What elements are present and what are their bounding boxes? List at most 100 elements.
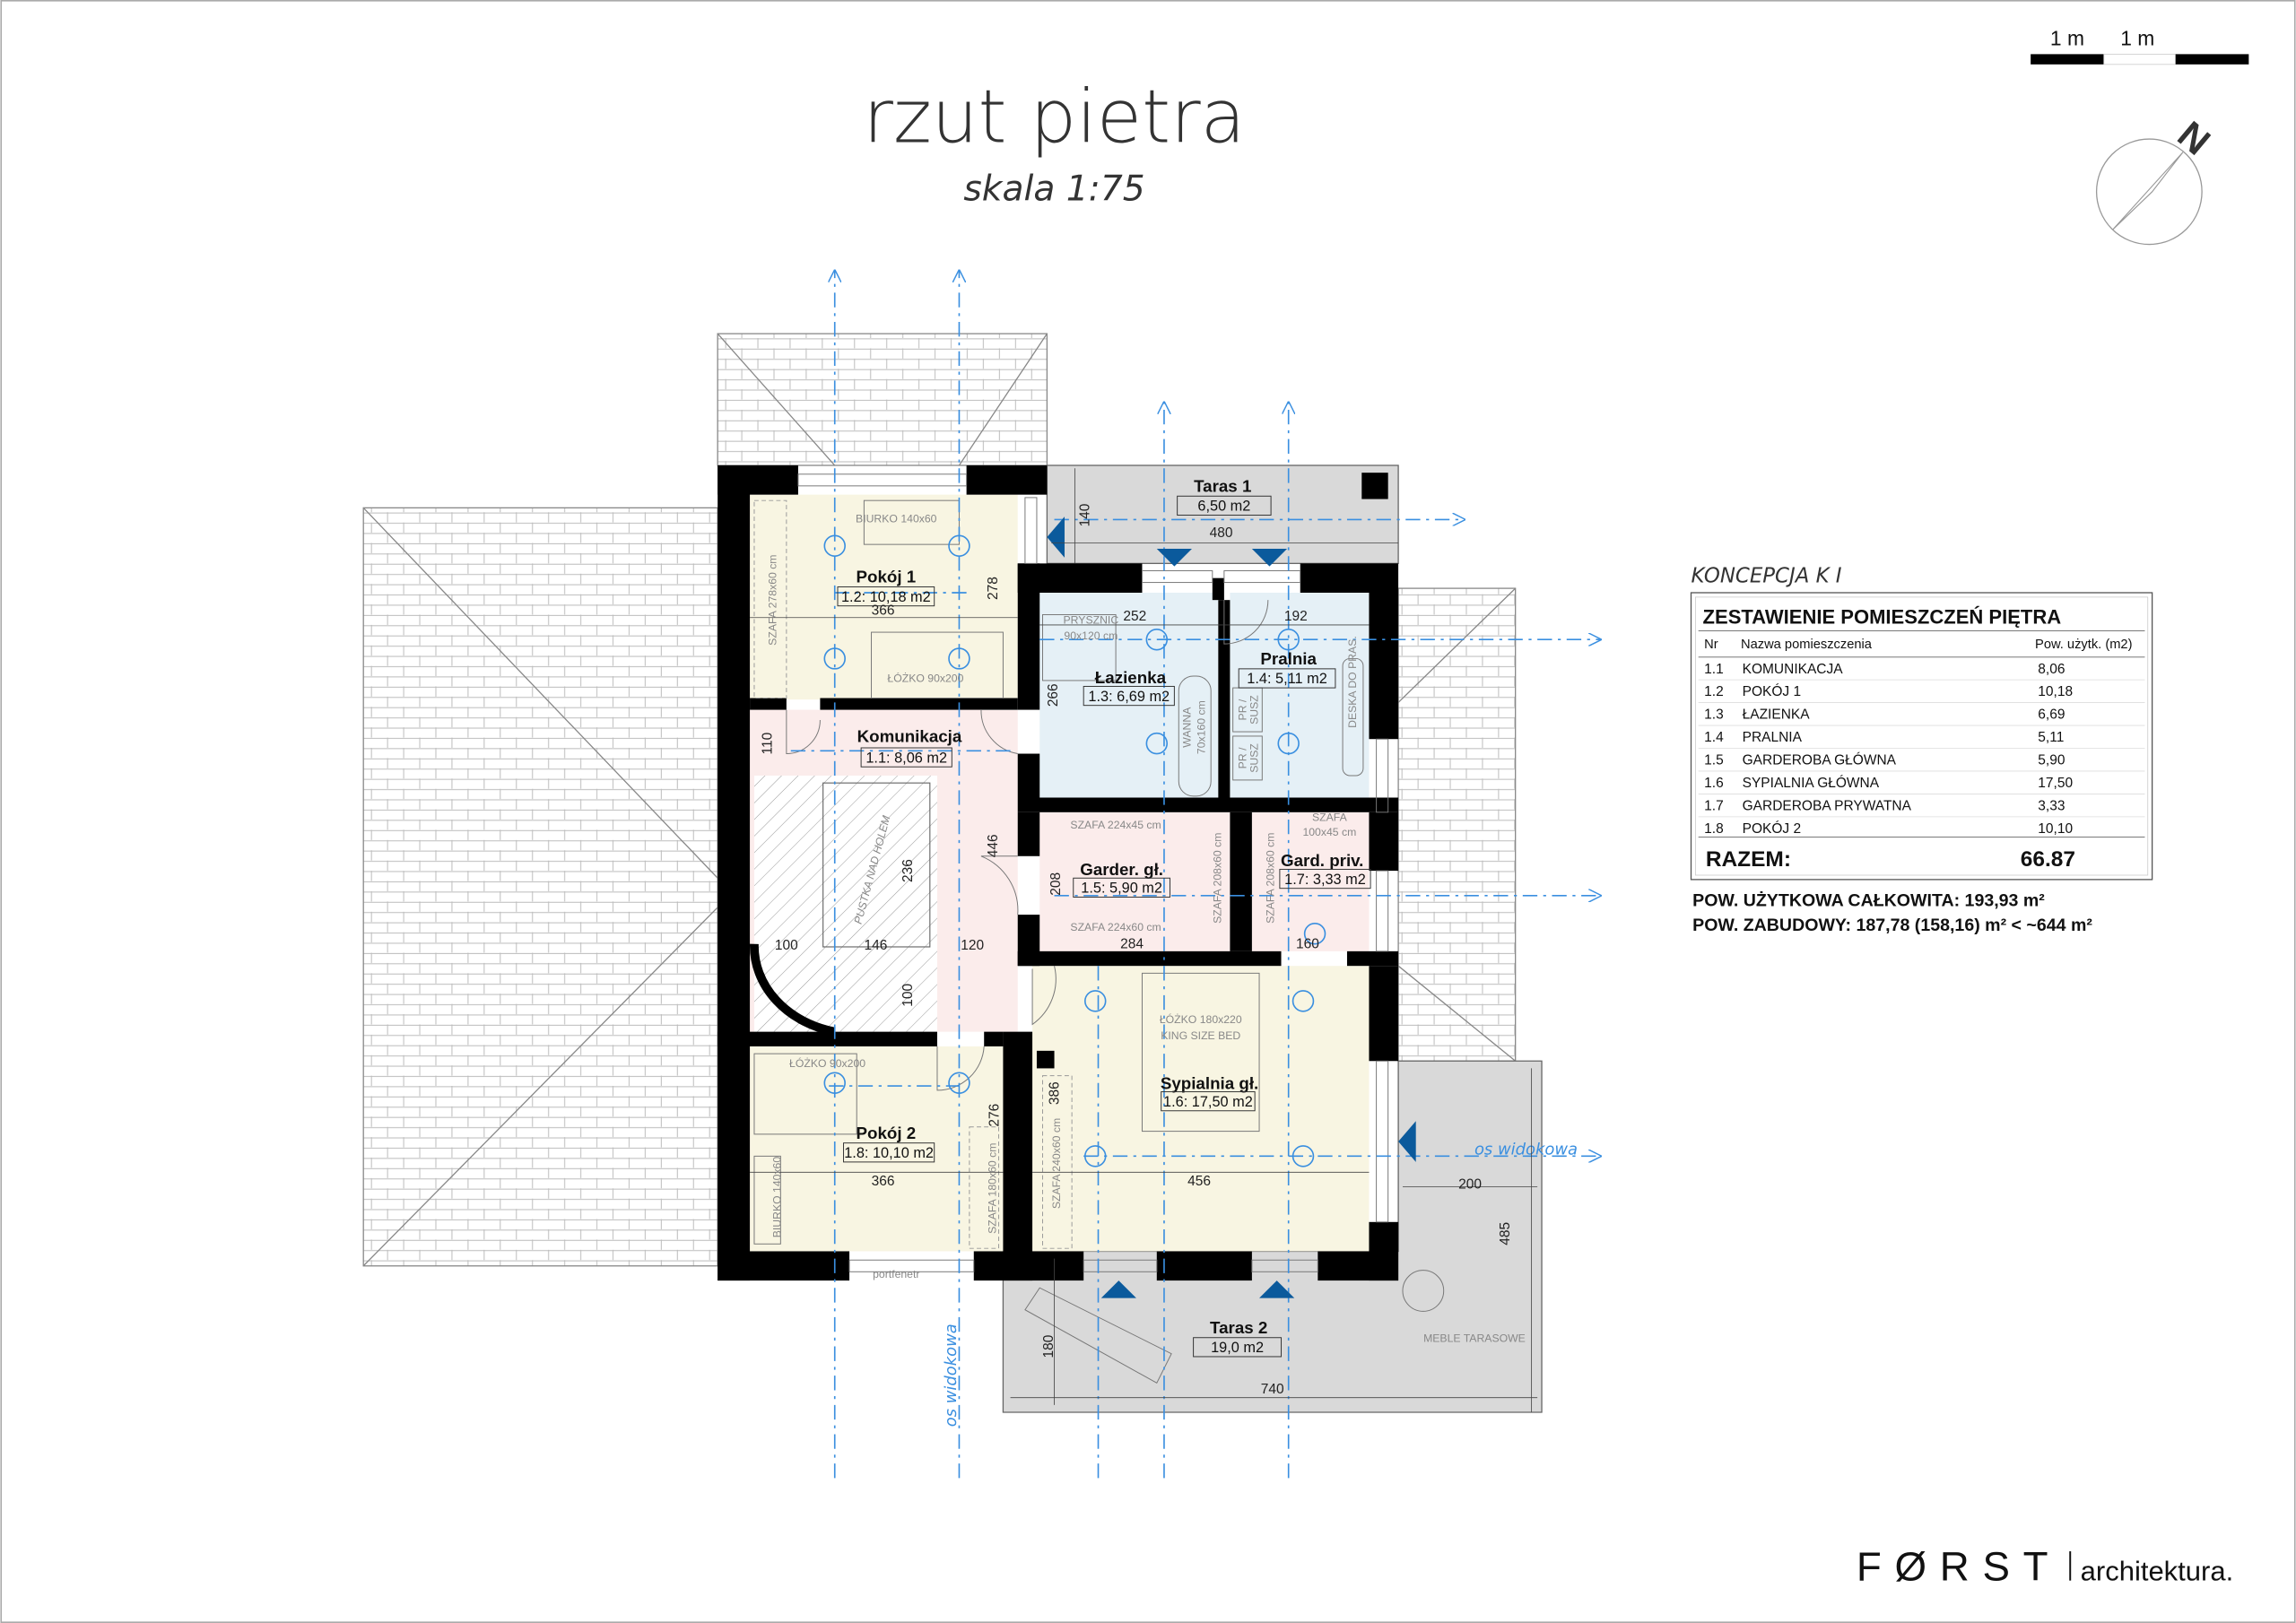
svg-text:266: 266 xyxy=(1046,683,1061,707)
svg-text:Sypialnia gł.: Sypialnia gł. xyxy=(1161,1073,1258,1092)
windows xyxy=(797,473,1389,1272)
walls xyxy=(718,465,1399,1281)
void-over-hall xyxy=(822,782,931,948)
table-cell-area: 8,06 xyxy=(2038,662,2065,677)
svg-text:Pokój 1: Pokój 1 xyxy=(857,568,917,586)
view-axes xyxy=(790,271,1601,1479)
svg-text:SZAFA: SZAFA xyxy=(1312,812,1348,824)
table-row: 1.4 PRALNIA 5,11 xyxy=(1698,730,2145,749)
svg-text:Nr: Nr xyxy=(1704,638,1718,652)
svg-text:Pow. użytk. (m2): Pow. użytk. (m2) xyxy=(2035,638,2132,652)
svg-text:284: 284 xyxy=(1120,937,1144,952)
svg-text:480: 480 xyxy=(1210,525,1233,541)
svg-text:1.5: 5,90 m2: 1.5: 5,90 m2 xyxy=(1081,881,1162,897)
table-cell-nr: 1.6 xyxy=(1704,776,1724,791)
table-cell-nr: 1.7 xyxy=(1704,799,1724,814)
table-cell-name: PRALNIA xyxy=(1743,730,1803,745)
door-swings xyxy=(786,600,1269,1091)
table-cell-nr: 1.1 xyxy=(1704,662,1724,677)
table-row: 1.1 KOMUNIKACJA 8,06 xyxy=(1698,662,2145,681)
svg-text:100: 100 xyxy=(775,938,798,953)
svg-text:1.7: 3,33 m2: 1.7: 3,33 m2 xyxy=(1284,872,1366,888)
svg-text:Pokój 2: Pokój 2 xyxy=(857,1124,917,1142)
view-markers xyxy=(1047,516,1416,1298)
dimensions: 140 480 278 366 252 192 266 110 446 236 … xyxy=(750,468,1538,1412)
svg-text:740: 740 xyxy=(1261,1382,1284,1397)
table-cell-nr: 1.8 xyxy=(1704,821,1724,837)
svg-text:208: 208 xyxy=(1048,872,1064,896)
view-axis-label: os widokowa xyxy=(1474,1141,1578,1159)
table-row: 1.8 POKÓJ 2 10,10 xyxy=(1704,821,2073,837)
svg-text:1.4: 5,11 m2: 1.4: 5,11 m2 xyxy=(1247,671,1326,687)
stair-curve xyxy=(750,943,836,1037)
svg-text:1.1: 8,06 m2: 1.1: 8,06 m2 xyxy=(865,750,947,766)
table-cell-name: KOMUNIKACJA xyxy=(1743,662,1844,677)
svg-text:1 m: 1 m xyxy=(2050,27,2084,50)
svg-text:BIURKO 140x60: BIURKO 140x60 xyxy=(856,513,937,525)
svg-text:1 m: 1 m xyxy=(2120,27,2154,50)
svg-text:SZAFA 224x60 cm: SZAFA 224x60 cm xyxy=(1070,921,1161,933)
svg-text:SZAFA 278x60 cm: SZAFA 278x60 cm xyxy=(766,554,778,645)
svg-text:FØRST: FØRST xyxy=(1857,1544,2061,1590)
svg-text:100x45 cm: 100x45 cm xyxy=(1302,826,1356,838)
svg-text:MEBLE TARASOWE: MEBLE TARASOWE xyxy=(1423,1332,1526,1345)
svg-text:160: 160 xyxy=(1296,937,1319,952)
svg-text:Pralnia: Pralnia xyxy=(1260,649,1317,668)
svg-text:Garder. gł.: Garder. gł. xyxy=(1080,860,1163,879)
north-compass-icon: N xyxy=(2095,113,2218,246)
svg-text:SUSZ: SUSZ xyxy=(1248,743,1260,773)
drawing-title: rzut pietra xyxy=(863,74,1245,160)
svg-text:456: 456 xyxy=(1187,1174,1211,1189)
table-cell-area: 10,10 xyxy=(2038,821,2073,837)
roof-outline xyxy=(362,333,1517,1267)
svg-text:Komunikacja: Komunikacja xyxy=(857,726,962,745)
drawing-scale: skala 1:75 xyxy=(963,169,1144,210)
svg-text:70x160 cm: 70x160 cm xyxy=(1196,700,1208,754)
table-cell-area: 5,11 xyxy=(2038,730,2064,745)
svg-text:SZAFA 224x45 cm: SZAFA 224x45 cm xyxy=(1070,819,1161,831)
table-cell-nr: 1.3 xyxy=(1704,707,1724,723)
svg-text:Taras 2: Taras 2 xyxy=(1210,1318,1267,1337)
svg-text:366: 366 xyxy=(872,1174,895,1189)
room-garderoba-glowna xyxy=(1039,812,1231,951)
total-value: 66.87 xyxy=(2021,847,2075,872)
svg-text:100: 100 xyxy=(900,984,916,1007)
table-cell-name: POKÓJ 2 xyxy=(1743,821,1801,837)
room-pokoj-2 xyxy=(750,1046,1004,1252)
table-cell-name: ŁAZIENKA xyxy=(1743,707,1811,723)
table-cell-name: GARDEROBA PRYWATNA xyxy=(1743,799,1912,814)
svg-text:KING SIZE BED: KING SIZE BED xyxy=(1161,1029,1240,1042)
svg-text:110: 110 xyxy=(761,732,776,754)
svg-text:portfenetr: portfenetr xyxy=(873,1268,919,1280)
room-lazienka xyxy=(1039,593,1219,798)
room-pokoj-1 xyxy=(750,494,1018,700)
svg-text:276: 276 xyxy=(987,1104,1003,1127)
room-garderoba-prywatna xyxy=(1251,812,1370,951)
svg-text:PR /: PR / xyxy=(1236,699,1248,720)
company-logo: FØRST architektura. xyxy=(1857,1544,2233,1590)
svg-text:WANNA: WANNA xyxy=(1180,707,1193,748)
room-labels: Pokój 1 1.2: 10,18 m2 Komunikacja 1.1: 8… xyxy=(837,476,1371,1358)
svg-text:366: 366 xyxy=(872,603,895,618)
svg-text:485: 485 xyxy=(1498,1222,1513,1245)
svg-text:140: 140 xyxy=(1078,503,1093,526)
svg-text:BIURKO 140x60: BIURKO 140x60 xyxy=(770,1157,783,1238)
scale-bar: 1 m 1 m xyxy=(2031,27,2249,65)
table-cell-nr: 1.4 xyxy=(1704,730,1724,745)
svg-text:1.8: 10,10 m2: 1.8: 10,10 m2 xyxy=(844,1145,934,1161)
svg-text:6,50 m2: 6,50 m2 xyxy=(1197,499,1250,515)
svg-text:386: 386 xyxy=(1047,1081,1062,1105)
table-cell-name: SYPIALNIA GŁÓWNA xyxy=(1743,776,1880,791)
furniture xyxy=(753,499,1445,1384)
usable-area-total: POW. UŻYTKOWA CAŁKOWITA: 193,93 m² xyxy=(1692,890,2045,910)
svg-text:1.3: 6,69 m2: 1.3: 6,69 m2 xyxy=(1088,689,1170,705)
table-cell-area: 5,90 xyxy=(2038,753,2066,768)
svg-text:DESKA DO PRAS.: DESKA DO PRAS. xyxy=(1346,636,1359,728)
svg-text:252: 252 xyxy=(1123,609,1146,624)
svg-text:90x120 cm: 90x120 cm xyxy=(1064,629,1118,642)
